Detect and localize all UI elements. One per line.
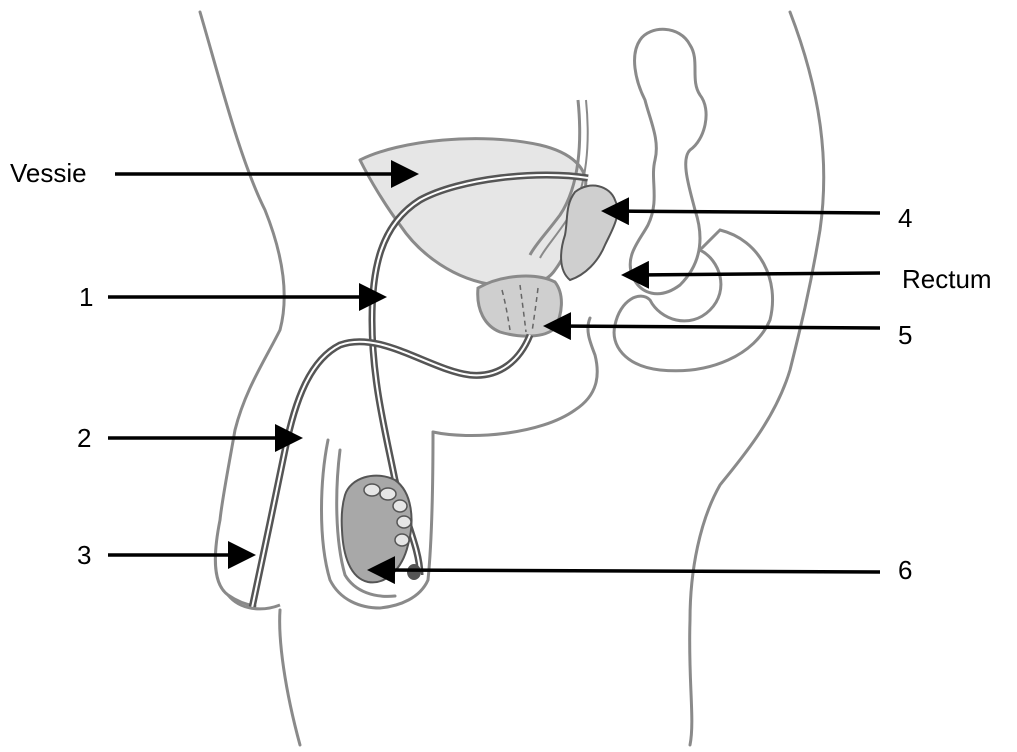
thigh-outline xyxy=(280,610,300,745)
prostate-shape xyxy=(478,276,562,336)
bladder-shape xyxy=(360,139,586,287)
sacrum-outline xyxy=(630,29,706,293)
arrow-5 xyxy=(550,326,880,328)
arrow-6 xyxy=(374,570,880,572)
label-2: 2 xyxy=(77,425,91,451)
label-1: 1 xyxy=(79,284,93,310)
rectum-shape xyxy=(614,230,772,371)
body-outline xyxy=(200,12,824,745)
label-4: 4 xyxy=(898,205,912,231)
label-3: 3 xyxy=(77,542,91,568)
label-rectum: Rectum xyxy=(902,266,992,292)
label-vessie: Vessie xyxy=(10,160,87,186)
label-5: 5 xyxy=(898,322,912,348)
arrow-4 xyxy=(608,211,880,213)
arrow-rectum xyxy=(628,273,880,275)
vas-end-knob xyxy=(407,564,421,580)
label-6: 6 xyxy=(898,557,912,583)
back-outline xyxy=(690,12,824,745)
seminal-vesicle-shape xyxy=(561,186,617,280)
